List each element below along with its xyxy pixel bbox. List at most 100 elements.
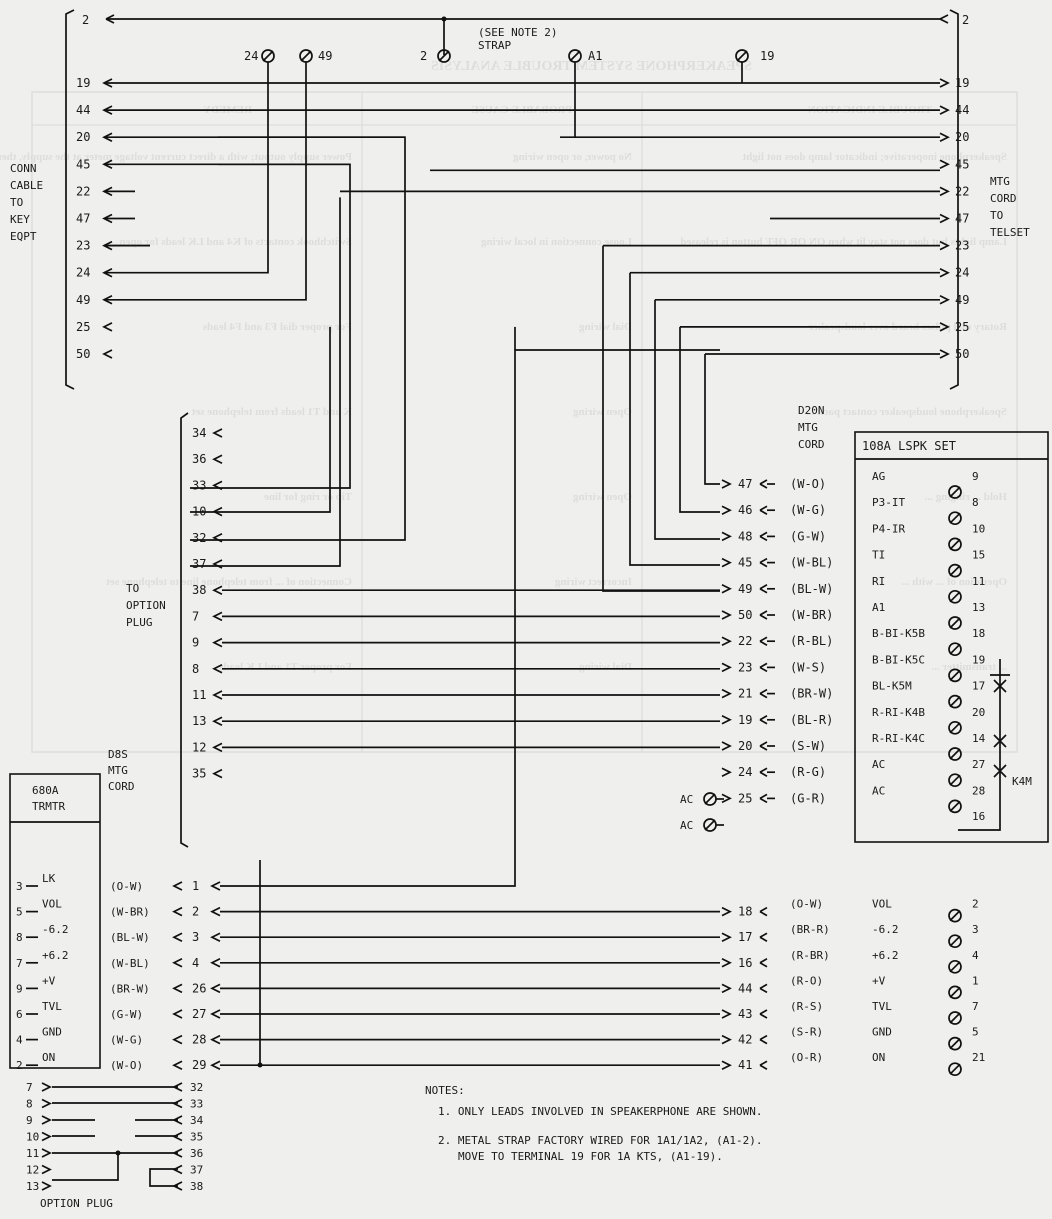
- d20n-color: (W-G): [790, 503, 826, 517]
- loop-22: [190, 197, 341, 567]
- d20n-lead: AG: [872, 470, 885, 483]
- left-pin-label: 22: [76, 184, 90, 198]
- bleed-cell: Speakerphone loudspeaker contact pack ..…: [806, 406, 1007, 418]
- terminal-49-label: 49: [318, 49, 332, 63]
- d20n-term: 27: [972, 758, 985, 771]
- left-pin-label: 20: [76, 130, 90, 144]
- right-pin-label: 49: [955, 293, 969, 307]
- d20n-color: (W-O): [790, 477, 826, 491]
- arrow-head: [41, 1098, 52, 1109]
- d8s-rpin: 16: [738, 956, 752, 970]
- trmtr-pin: 8: [16, 931, 23, 944]
- arrow-head: [759, 584, 768, 594]
- d20n-label: CORD: [798, 438, 825, 451]
- right-pin-label: 47: [955, 212, 969, 226]
- d20n-pin: 21: [738, 687, 752, 701]
- arrow-head: [172, 932, 183, 942]
- d20n-color: (S-W): [790, 739, 826, 753]
- lspk-terminal: [948, 485, 962, 499]
- right-pin-label: 25: [955, 320, 969, 334]
- arrow-head: [212, 637, 223, 648]
- arrow-head: [210, 1034, 221, 1045]
- arrow-head: [939, 295, 950, 305]
- arrow-head: [721, 610, 732, 620]
- d20n-pin: 47: [738, 477, 752, 491]
- left-pin-label: 19: [76, 76, 90, 90]
- arrow-head: [212, 742, 223, 753]
- option-pin-label: 37: [192, 557, 206, 571]
- plug-right-pin: 34: [190, 1114, 204, 1127]
- see-note-2: (SEE NOTE 2): [478, 26, 557, 39]
- d8s-pin: 1: [192, 879, 199, 893]
- lspk-terminal: [948, 908, 962, 923]
- junction-dot: [257, 1062, 263, 1068]
- d8s-rlead: -6.2: [872, 923, 899, 936]
- arrow-head: [212, 611, 223, 622]
- d8s-pin: 26: [192, 981, 206, 995]
- d20n-lead: RI: [872, 575, 885, 588]
- d20n-color: (G-R): [790, 791, 826, 805]
- plug-37-38: [149, 1168, 178, 1187]
- option-pin-label: 36: [192, 452, 206, 466]
- arrow-head: [759, 767, 768, 777]
- svg-text:MTG: MTG: [990, 175, 1010, 188]
- arrow-head: [939, 322, 950, 332]
- drop-50: [704, 354, 720, 485]
- d20n-pin: 50: [738, 608, 752, 622]
- arrow-head: [759, 715, 768, 725]
- bleed-cell: For proper dial F3 and F4 leads: [202, 321, 352, 333]
- trmtr-label: 680A: [32, 784, 59, 797]
- d20n-pin: 49: [738, 582, 752, 596]
- arrow-head: [721, 932, 732, 942]
- arrow-head: [759, 906, 768, 917]
- bleed-cell: ... transmitter ...: [931, 661, 1007, 673]
- trmtr-lead: +V: [42, 974, 56, 987]
- arrow-head: [721, 636, 732, 646]
- left-pin-label: 44: [76, 103, 90, 117]
- trmtr-box: [9, 773, 101, 1069]
- terminal-slash: [704, 819, 716, 831]
- option-pin-label: 11: [192, 688, 206, 702]
- terminal-slash: [949, 1063, 961, 1075]
- lspk-terminal: [948, 642, 962, 657]
- d8s-pin: 28: [192, 1033, 206, 1047]
- d20n-term: 20: [972, 706, 985, 719]
- terminal-slash: [949, 909, 961, 922]
- option-pin-label: 35: [192, 767, 206, 781]
- d20n-term: 17: [972, 680, 985, 693]
- bleed-cell: For proper T1 and LK leads: [219, 661, 352, 673]
- terminal-slash: [949, 486, 961, 498]
- d20n-color: (R-BL): [790, 634, 833, 648]
- d20n-pin: 24: [738, 765, 752, 779]
- d8s-pin: 3: [192, 930, 199, 944]
- lspk-terminal: [948, 773, 962, 788]
- option-pin-label: 32: [192, 531, 206, 545]
- d20n-color: (W-BL): [790, 556, 833, 570]
- bleed-cell: Connection of ... from telephone line to…: [106, 576, 352, 588]
- option-pin-label: 38: [192, 583, 206, 597]
- d20n-label: MTG: [798, 421, 818, 434]
- arrow-head: [939, 78, 950, 88]
- bleed-cell: Dial wiring: [579, 321, 632, 333]
- plug-right-pin: 35: [190, 1131, 203, 1144]
- arrow-head: [721, 767, 732, 777]
- option-bracket: [180, 412, 189, 848]
- d20n-cord-section: D20N MTG CORD 108A LSPK SET K4M 47(W-O)A…: [721, 404, 1049, 843]
- terminal-slash: [704, 793, 716, 805]
- lspk-terminal: [948, 799, 962, 814]
- arrow-head: [721, 505, 732, 515]
- x-27: [993, 764, 1007, 778]
- d20n-color: (R-G): [790, 765, 826, 779]
- bleed-through-page: SPEAKERPHONE SYSTEM TROUBLE ANALYSIS TRO…: [0, 59, 1018, 753]
- lspk-terminal: [948, 747, 962, 761]
- bleed-cell: No power, or open wiring: [513, 151, 632, 163]
- mtg-cord-label: MTG CORD TO TELSET: [990, 175, 1030, 239]
- arrow-head: [721, 688, 732, 699]
- lspk-terminal: [948, 537, 962, 552]
- d20n-lead: R-RI-K4B: [872, 706, 925, 719]
- d20n-term: 8: [972, 496, 979, 509]
